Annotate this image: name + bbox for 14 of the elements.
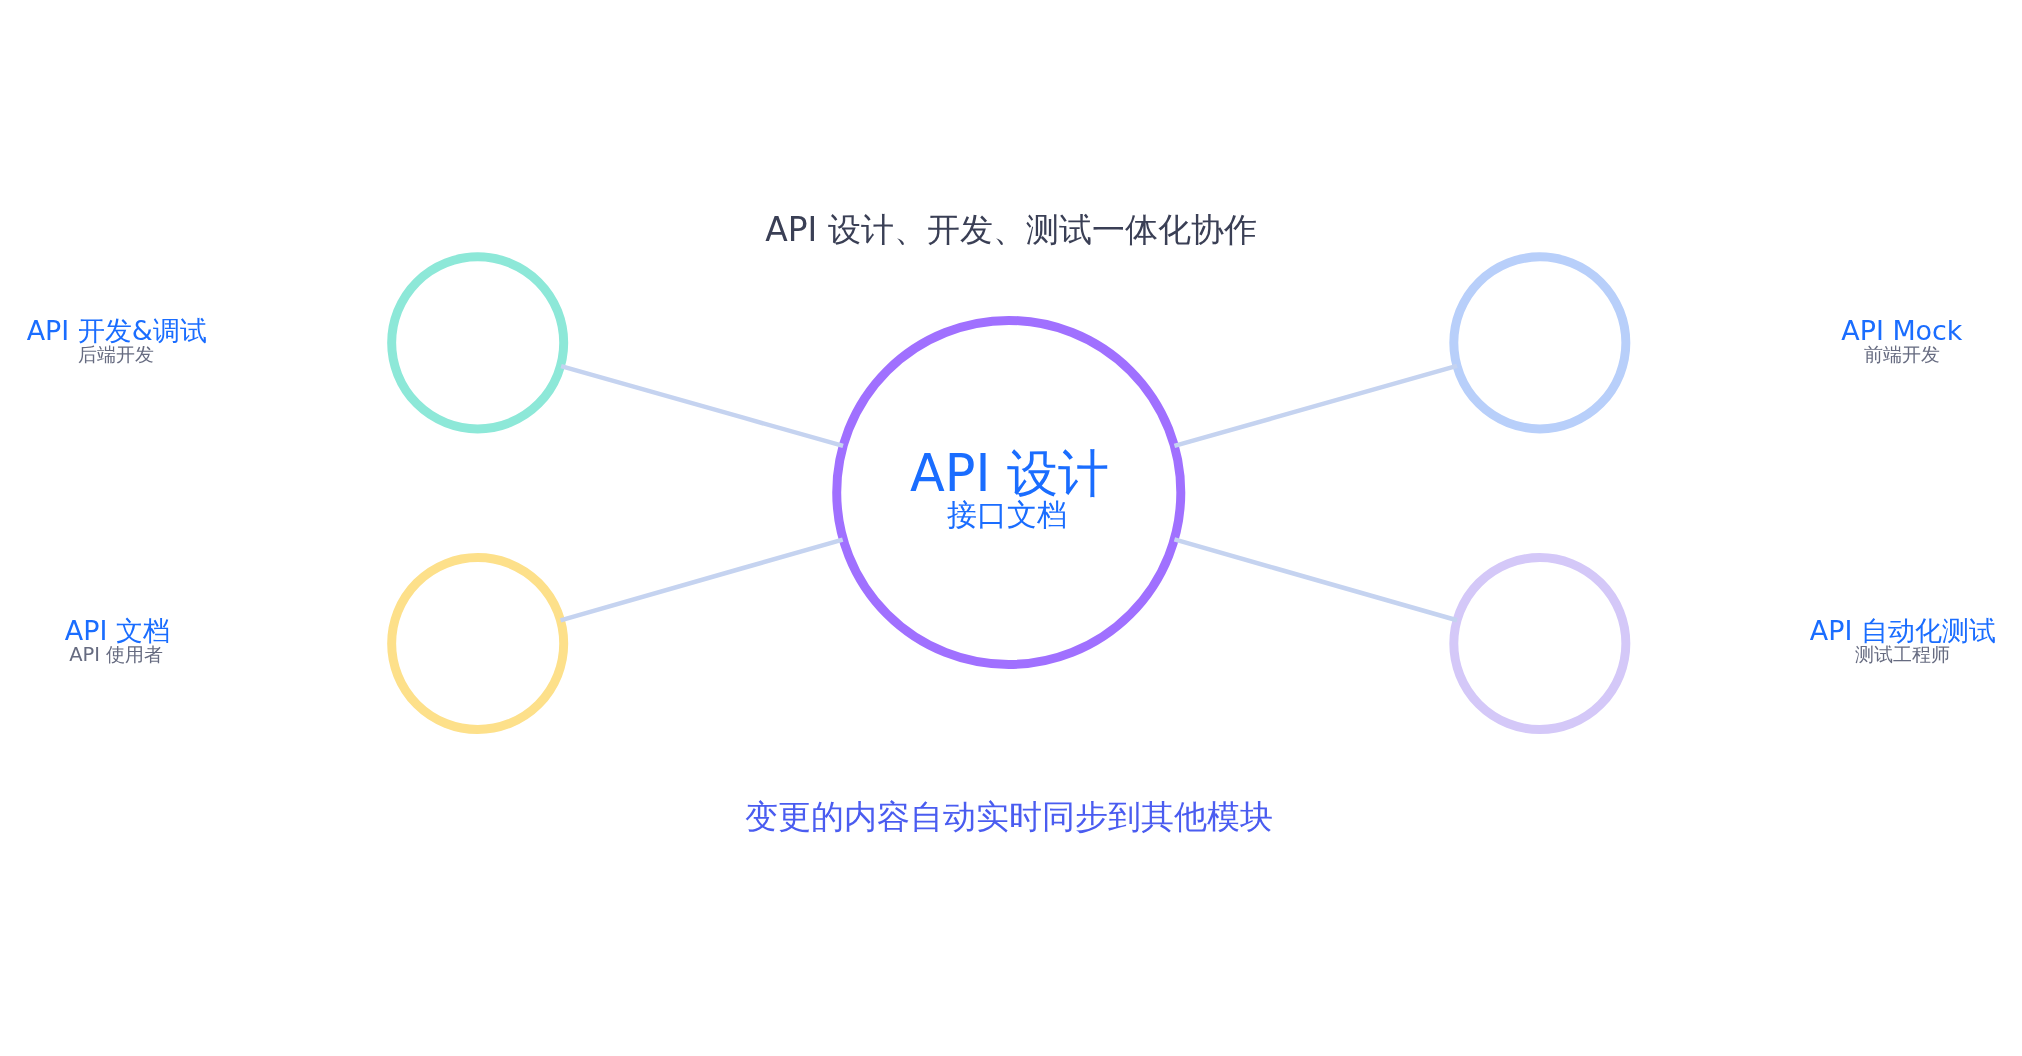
node-label: API 使用者: [69, 643, 164, 667]
node-circle: [1449, 252, 1631, 434]
connector: [559, 537, 844, 623]
connector: [560, 363, 844, 449]
node-circle: API 设计 接口文档: [832, 315, 1186, 669]
node-circle: [1449, 553, 1631, 735]
node-label: 测试工程师: [1854, 643, 1950, 667]
node-circle: [387, 553, 569, 735]
diagram-title: API 设计、开发、测试一体化协作: [765, 210, 1257, 250]
node-label: API 开发&调试: [26, 314, 207, 346]
connector: [1173, 363, 1458, 449]
node-circle: [387, 252, 569, 434]
connector: [1173, 537, 1458, 623]
caption: 变更的内容自动实时同步到其他模块: [744, 797, 1273, 837]
